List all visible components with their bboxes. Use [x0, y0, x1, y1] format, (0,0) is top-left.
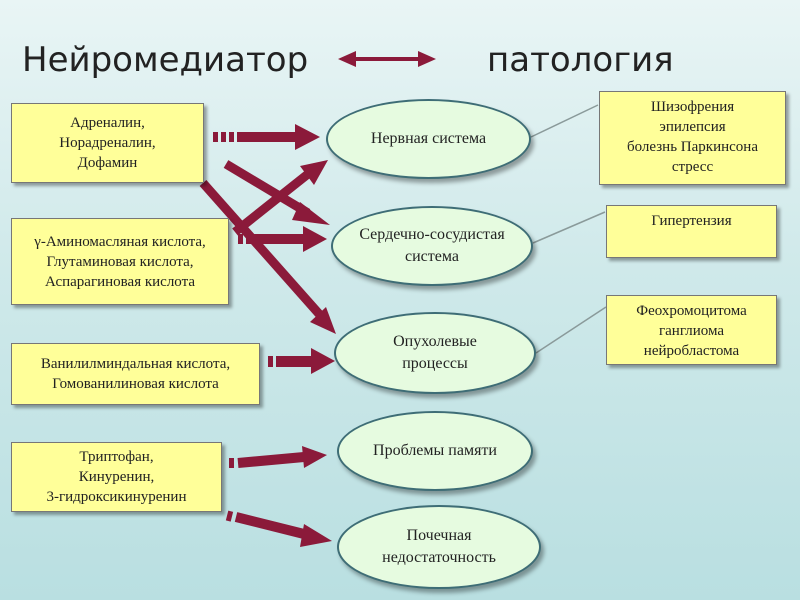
title-pathology: патология [487, 40, 674, 80]
system-label: Опухолевые [393, 333, 477, 350]
source-box-catecholamines: Адреналин, Норадреналин, Дофамин [11, 103, 204, 183]
source-line: Адреналин, [70, 115, 145, 131]
pathology-line: Гипертензия [651, 213, 732, 229]
system-label: Нервная система [370, 130, 487, 147]
arrow-catecholamines-to-tumor [199, 180, 336, 334]
source-box-tryptophan: Триптофан, Кинуренин, 3-гидроксикинурени… [11, 442, 222, 512]
arrow-amino-to-nervous [232, 160, 328, 236]
ellipse-tumor-processes: Опухолевые процессы [334, 312, 536, 394]
system-label: процессы [402, 355, 468, 372]
pathology-line: нейробластома [643, 343, 740, 359]
arrow-vanil-to-tumor [268, 348, 335, 374]
pathology-line: болезнь Паркинсона [627, 139, 758, 155]
system-label: Сердечно-сосудистая [359, 226, 505, 243]
source-line: Ванилилминдальная кислота, [40, 356, 231, 372]
pathology-box-cardio: Гипертензия [606, 205, 777, 258]
arrow-catecholamines-to-nervous [213, 124, 320, 150]
connector-line [535, 306, 607, 354]
pathology-line: Шизофрения [650, 99, 735, 115]
pathology-line: стресс [671, 159, 714, 175]
title-neurotransmitter: Нейромедиатор [22, 40, 309, 80]
source-line: Дофамин [77, 155, 138, 171]
connector-line [532, 211, 606, 244]
source-line: 3-гидроксикинуренин [46, 489, 187, 505]
system-label: Проблемы памяти [373, 442, 497, 459]
ellipse-nervous-system: Нервная система [326, 99, 531, 179]
source-box-amino-acids: γ-Аминомасляная кислота, Глутаминовая ки… [11, 218, 229, 305]
arrow-catecholamines-to-cardio [223, 160, 330, 225]
pathology-box-tumor: Феохромоцитома ганглиома нейробластома [606, 295, 777, 365]
source-line: γ-Аминомасляная кислота, [34, 233, 206, 250]
source-line: Норадреналин, [59, 135, 156, 151]
arrow-tryptophan-to-memory [229, 446, 327, 468]
system-label: система [405, 248, 459, 265]
connector-line [530, 104, 599, 138]
source-box-vanillyl-acids: Ванилилминдальная кислота, Гомованилинов… [11, 343, 260, 405]
pathology-line: ганглиома [658, 323, 724, 339]
pathology-line: Феохромоцитома [636, 303, 747, 319]
source-line: Глутаминовая кислота, [46, 253, 194, 270]
pathology-box-nervous: Шизофрения эпилепсия болезнь Паркинсона … [599, 91, 786, 185]
double-arrow-icon [338, 51, 436, 67]
source-line: Триптофан, [79, 449, 154, 465]
system-label: недостаточность [382, 549, 496, 566]
arrow-tryptophan-to-renal [225, 510, 332, 547]
pathology-line: эпилепсия [659, 119, 726, 135]
ellipse-cardiovascular: Сердечно-сосудистая система [331, 206, 533, 286]
source-line: Гомованилиновая кислота [52, 376, 219, 392]
ellipse-memory-problems: Проблемы памяти [337, 411, 533, 491]
ellipse-renal-failure: Почечная недостаточность [337, 505, 541, 589]
source-line: Кинуренин, [78, 469, 155, 485]
arrow-amino-to-cardio [238, 226, 327, 252]
source-line: Аспарагиновая кислота [44, 273, 195, 290]
system-label: Почечная [406, 527, 472, 544]
